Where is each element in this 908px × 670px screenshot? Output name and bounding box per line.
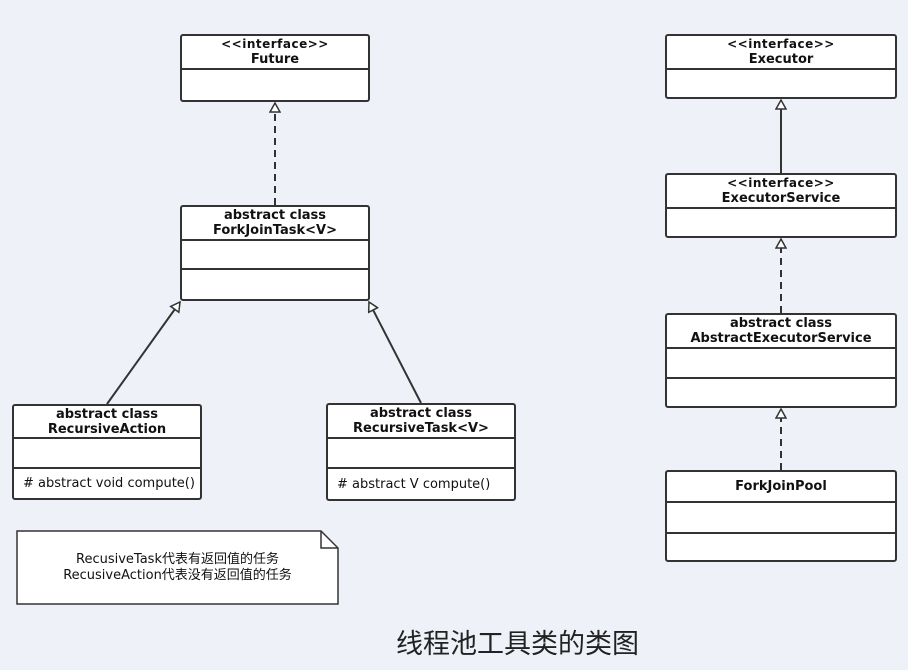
class-name: AbstractExecutorService	[690, 331, 872, 346]
attributes-section	[667, 503, 895, 534]
class-name: ForkJoinPool	[735, 479, 827, 494]
stereotype: <<interface>>	[727, 37, 835, 51]
class-header: abstract class RecursiveTask<V>	[328, 405, 514, 439]
stereotype: abstract class	[369, 406, 473, 421]
methods-section	[667, 534, 895, 560]
stereotype: abstract class	[729, 316, 833, 331]
class-executorservice[interactable]: <<interface>> ExecutorService	[665, 173, 897, 238]
class-header: abstract class RecursiveAction	[14, 406, 200, 439]
class-name: Executor	[748, 52, 814, 67]
stereotype: abstract class	[55, 406, 159, 422]
recursiveaction-extends-forkjointask-edge	[106, 302, 180, 405]
class-forkjoinpool[interactable]: ForkJoinPool	[665, 470, 897, 562]
attributes-section	[14, 439, 200, 469]
class-recursiveaction[interactable]: abstract class RecursiveAction # abstrac…	[12, 404, 202, 500]
class-header: <<interface>> Executor	[667, 36, 895, 70]
attributes-section	[182, 70, 368, 100]
class-abstractexecutorservice[interactable]: abstract class AbstractExecutorService	[665, 313, 897, 408]
note-shape	[16, 530, 339, 605]
class-header: ForkJoinPool	[667, 472, 895, 503]
class-name: Future	[250, 52, 300, 67]
class-header: <<interface>> ExecutorService	[667, 175, 895, 209]
class-header: abstract class AbstractExecutorService	[667, 315, 895, 349]
stereotype: abstract class	[223, 208, 327, 223]
class-header: abstract class ForkJoinTask<V>	[182, 207, 368, 241]
attributes-section	[667, 349, 895, 379]
attributes-section	[182, 241, 368, 270]
stereotype: <<interface>>	[221, 37, 329, 51]
class-name: RecursiveAction	[47, 421, 167, 437]
recursivetask-extends-forkjointask-edge	[369, 302, 422, 404]
methods-section	[667, 379, 895, 406]
class-forkjointask[interactable]: abstract class ForkJoinTask<V>	[180, 205, 370, 301]
attributes-section	[667, 209, 895, 236]
note-line-2: RecusiveAction代表没有返回值的任务	[63, 567, 292, 583]
class-name: RecursiveTask<V>	[353, 421, 489, 436]
note-line-1: RecusiveTask代表有返回值的任务	[76, 551, 279, 567]
methods-section	[182, 270, 368, 299]
class-recursivetask[interactable]: abstract class RecursiveTask<V> # abstra…	[326, 403, 516, 501]
stereotype: <<interface>>	[727, 176, 835, 190]
method-compute: # abstract void compute()	[23, 476, 195, 491]
class-future[interactable]: <<interface>> Future	[180, 34, 370, 102]
method-compute: # abstract V compute()	[337, 476, 491, 492]
attributes-section	[667, 70, 895, 97]
class-executor[interactable]: <<interface>> Executor	[665, 34, 897, 99]
class-name: ForkJoinTask<V>	[212, 223, 337, 238]
attributes-section	[328, 439, 514, 469]
class-name: ExecutorService	[721, 191, 841, 206]
class-header: <<interface>> Future	[182, 36, 368, 70]
note[interactable]: RecusiveTask代表有返回值的任务 RecusiveAction代表没有…	[16, 530, 339, 605]
diagram-caption: 线程池工具类的类图	[396, 629, 639, 660]
note-text: RecusiveTask代表有返回值的任务 RecusiveAction代表没有…	[16, 530, 339, 605]
